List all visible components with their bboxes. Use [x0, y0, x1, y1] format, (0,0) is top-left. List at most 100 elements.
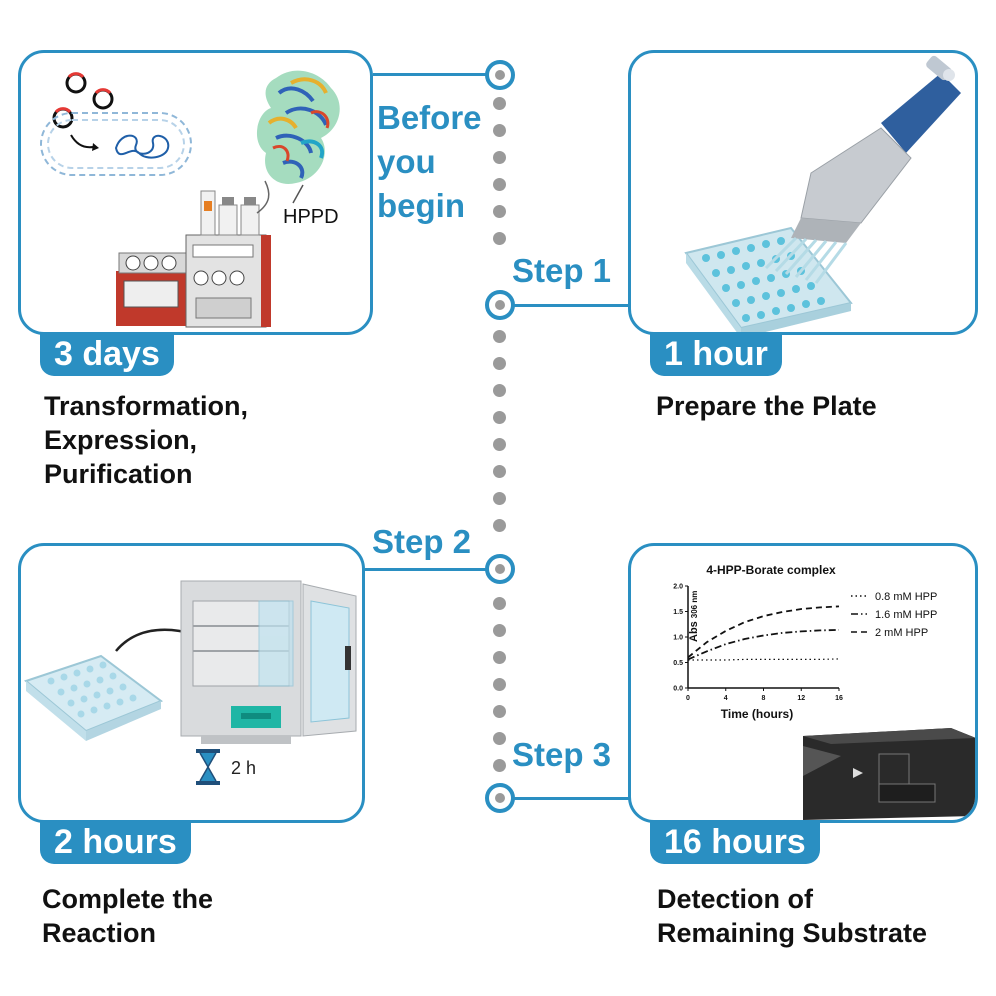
timeline-dot — [493, 205, 506, 218]
panel-step1 — [628, 50, 978, 335]
before-you-begin-label: Before you begin — [377, 96, 482, 228]
y-tick-label: 2.0 — [673, 584, 683, 591]
timeline-dot — [493, 732, 506, 745]
x-tick-label: 4 — [724, 695, 728, 702]
plasmid-insert — [94, 88, 112, 95]
timeline-node-step3 — [485, 783, 515, 813]
y-axis-label: Abs306 nm — [688, 591, 700, 642]
before-line1: Before — [377, 99, 482, 136]
y-tick-label: 1.5 — [673, 609, 683, 616]
timeline-node-step2 — [485, 554, 515, 584]
timeline-dot — [493, 330, 506, 343]
caption-before-line1: Transformation, — [44, 391, 249, 421]
series-line — [688, 658, 840, 661]
multichannel-pipette-illustration — [684, 55, 961, 332]
series-line — [687, 629, 840, 661]
caption-step2: Complete the Reaction — [42, 882, 213, 950]
y-tick-label: 0.0 — [673, 686, 683, 693]
timeline-dot — [493, 124, 506, 137]
caption-before-line3: Purification — [44, 459, 193, 489]
protein-structure-icon — [256, 70, 340, 184]
timeline-node-before — [485, 60, 515, 90]
bacterium-outline — [40, 112, 192, 176]
caption-step3-line2: Remaining Substrate — [657, 918, 928, 948]
timeline-dot — [493, 624, 506, 637]
series-line — [687, 605, 840, 659]
x-axis-label: Time (hours) — [721, 707, 793, 721]
caption-step3-line1: Detection of — [657, 884, 814, 914]
timeline-dot — [493, 759, 506, 772]
caption-step2-line1: Complete the — [42, 884, 214, 914]
absorbance-chart: 4-HPP-Borate complex 0 4 8 12 16 0.0 0.5 1.0 1.5… — [673, 563, 975, 820]
timeline-dot — [493, 465, 506, 478]
chart-legend: 0.8 mM HPP 1.6 mM HPP 2 mM HPP — [851, 591, 937, 639]
caption-before: Transformation, Expression, Purification — [44, 389, 248, 491]
timeline-dot — [493, 178, 506, 191]
x-tick-label: 8 — [762, 695, 766, 702]
caption-step1-line1: Prepare the Plate — [656, 391, 877, 421]
panel-step3: 4-HPP-Borate complex 0 4 8 12 16 0.0 0.5 1.0 1.5… — [628, 543, 978, 823]
legend-entry: 0.8 mM HPP — [875, 591, 937, 603]
incubator-icon — [180, 580, 357, 744]
duration-badge-before: 3 days — [40, 332, 174, 376]
step2-label: Step 2 — [372, 523, 472, 560]
plasmid-insert — [54, 107, 72, 114]
arrow-icon — [70, 134, 94, 149]
timeline-dot — [493, 597, 506, 610]
protein-production-illustration: HPPD — [40, 70, 340, 328]
duration-badge-step1: 1 hour — [650, 332, 782, 376]
timeline-dot — [493, 519, 506, 532]
timeline-dot — [493, 357, 506, 370]
timeline-dot — [493, 438, 506, 451]
well-plate-icon — [23, 654, 164, 741]
well-plate-icon — [684, 226, 853, 332]
plate-reader-icon — [803, 728, 975, 820]
timeline-dot — [493, 651, 506, 664]
plasmid-insert — [67, 72, 85, 79]
step3-label: Step 3 — [512, 736, 612, 773]
x-tick-label: 16 — [835, 695, 843, 702]
timeline-dot — [493, 151, 506, 164]
timeline-dot — [493, 678, 506, 691]
bacterium-inner — [47, 119, 185, 169]
panel-step2: 2 h — [18, 543, 365, 823]
step1-label: Step 1 — [512, 252, 612, 289]
caption-step2-line2: Reaction — [42, 918, 157, 948]
pipette-icon — [764, 55, 961, 284]
connector-before — [373, 73, 488, 76]
before-line3: begin — [377, 187, 465, 224]
chart-title: 4-HPP-Borate complex — [706, 563, 836, 577]
connector-step3 — [510, 797, 630, 800]
timeline-dot — [493, 411, 506, 424]
timeline-node-step1 — [485, 290, 515, 320]
duration-badge-step3: 16 hours — [650, 820, 820, 864]
timeline-dot — [493, 97, 506, 110]
connector-step1 — [510, 304, 630, 307]
hourglass-icon — [196, 749, 220, 785]
before-line2: you — [377, 143, 436, 180]
x-tick-label: 12 — [797, 695, 805, 702]
y-tick-label: 0.5 — [673, 660, 683, 667]
panel-before: HPPD — [18, 50, 373, 335]
legend-entry: 1.6 mM HPP — [875, 609, 937, 621]
hppd-label: HPPD — [283, 206, 339, 228]
timeline-dot — [493, 705, 506, 718]
chart-axes: 0 4 8 12 16 0.0 0.5 1.0 1.5 2.0 — [673, 584, 843, 703]
x-tick-label: 0 — [686, 695, 690, 702]
legend-entry: 2 mM HPP — [875, 627, 928, 639]
timer-label: 2 h — [231, 758, 256, 778]
leader-line — [292, 184, 304, 204]
fplc-instrument-icon — [116, 180, 271, 328]
duration-badge-step2: 2 hours — [40, 820, 191, 864]
y-tick-label: 1.0 — [673, 635, 683, 642]
timeline-dot — [493, 232, 506, 245]
caption-step3: Detection of Remaining Substrate — [657, 882, 927, 950]
dna-icon — [114, 134, 170, 159]
caption-before-line2: Expression, — [44, 425, 198, 455]
chart-series — [687, 605, 840, 661]
incubator-illustration: 2 h — [23, 580, 357, 785]
connector-step2 — [365, 568, 488, 571]
arrow-head — [92, 143, 99, 151]
caption-step1: Prepare the Plate — [656, 389, 877, 423]
timeline-dot — [493, 384, 506, 397]
